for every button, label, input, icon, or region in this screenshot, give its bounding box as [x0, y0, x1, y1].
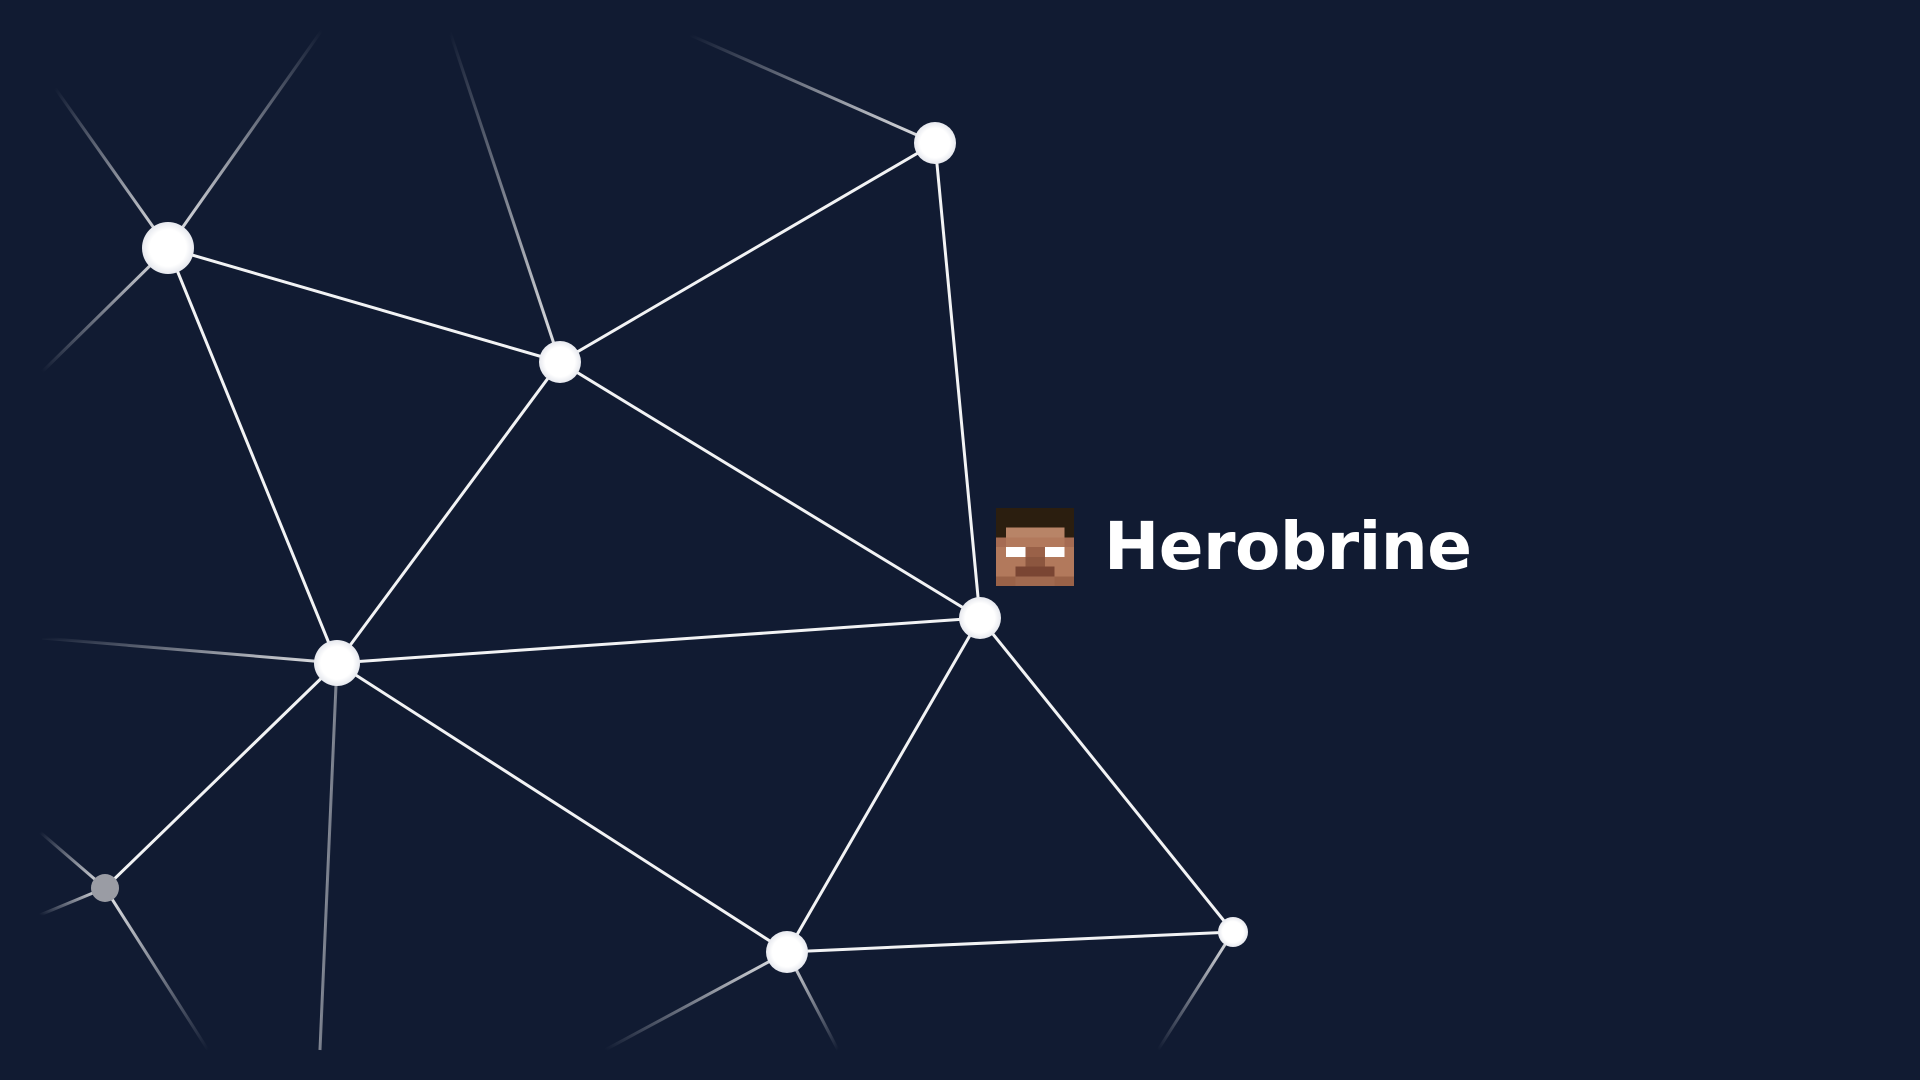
network-node — [1218, 917, 1248, 947]
network-edge — [1156, 931, 1235, 1051]
network-edge — [559, 141, 936, 364]
network-edge — [689, 33, 936, 145]
network-node — [91, 874, 119, 902]
network-edge — [318, 662, 339, 1051]
network-node — [539, 341, 581, 383]
network-edge — [604, 950, 788, 1052]
network-node — [142, 222, 194, 274]
network-edge — [335, 361, 562, 664]
network-edge — [166, 29, 324, 249]
network-edge — [933, 142, 982, 619]
player-tag: Herobrine — [996, 508, 1472, 586]
network-edge — [559, 360, 981, 620]
network-edge — [53, 87, 170, 249]
network-node — [766, 931, 808, 973]
network-edge — [103, 661, 339, 890]
network-edge — [336, 616, 981, 665]
herobrine-head-icon — [996, 508, 1074, 586]
network-edge — [40, 246, 170, 374]
network-node — [314, 640, 360, 686]
network-edge — [336, 661, 788, 954]
network-edge — [167, 246, 561, 364]
network-edge — [786, 930, 1234, 954]
network-edge — [39, 830, 106, 890]
player-name: Herobrine — [1104, 508, 1472, 585]
network-edge — [448, 31, 562, 363]
network-edge — [978, 617, 1235, 933]
network-node — [914, 122, 956, 164]
network-edge — [103, 887, 210, 1051]
network-edge — [166, 247, 339, 664]
network-edge — [785, 617, 982, 953]
network-node — [959, 597, 1001, 639]
network-edge — [41, 636, 338, 665]
